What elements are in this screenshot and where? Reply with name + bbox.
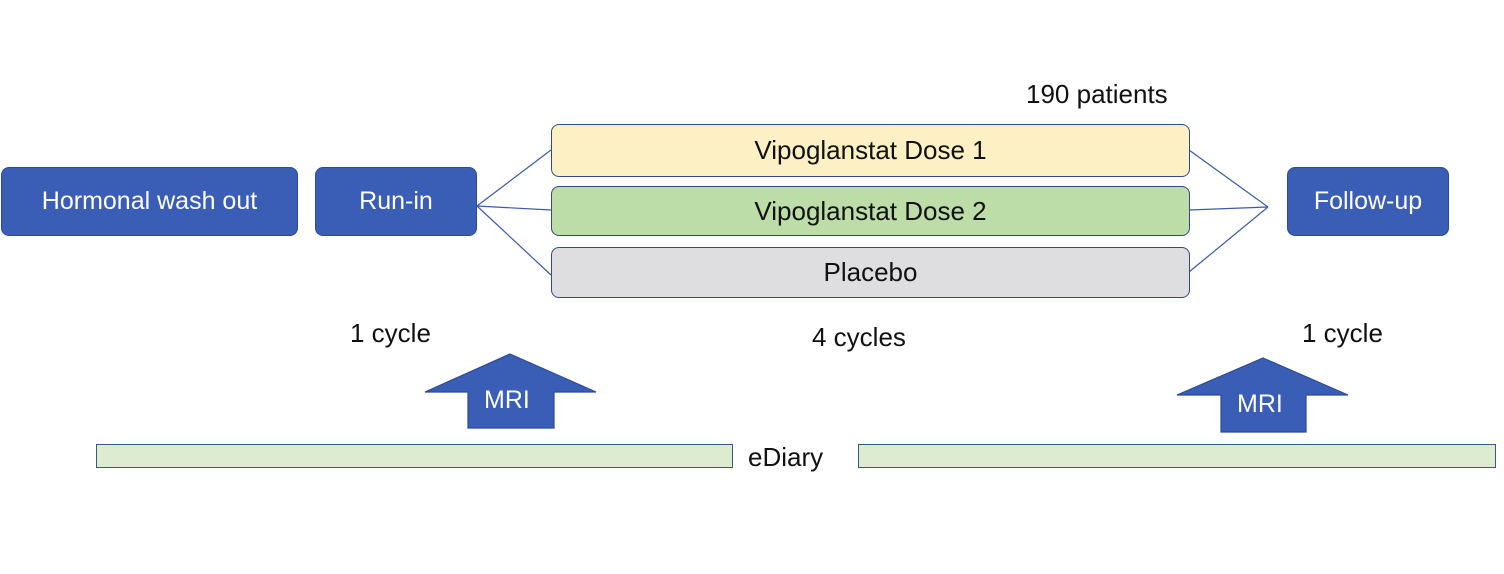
connector-dose2-followup xyxy=(1188,206,1269,211)
phase-run-in: Run-in xyxy=(315,167,477,236)
mri-arrow-right xyxy=(1176,357,1349,433)
connector-runin-dose1 xyxy=(476,149,552,207)
connector-placebo-followup xyxy=(1188,206,1269,273)
ediary-bar-left xyxy=(96,444,733,468)
patients-label: 190 patients xyxy=(1026,79,1168,109)
ediary-label: eDiary xyxy=(748,442,824,472)
mri-right-label: MRI xyxy=(1237,390,1283,418)
arm-dose-1: Vipoglanstat Dose 1 xyxy=(551,124,1190,177)
arm-placebo: Placebo xyxy=(551,247,1190,298)
connector-runin-dose2 xyxy=(476,205,552,211)
connector-dose1-followup xyxy=(1188,149,1269,208)
run-in-duration-label: 1 cycle xyxy=(350,318,431,348)
treatment-duration-label: 4 cycles xyxy=(812,322,906,352)
mri-arrow-left xyxy=(424,353,597,429)
arm-dose-2: Vipoglanstat Dose 2 xyxy=(551,186,1190,236)
connector-runin-placebo xyxy=(476,205,552,276)
mri-left-label: MRI xyxy=(484,386,530,414)
ediary-bar-right xyxy=(858,444,1496,468)
follow-up-duration-label: 1 cycle xyxy=(1302,318,1383,348)
phase-hormonal-washout: Hormonal wash out xyxy=(1,167,298,236)
phase-follow-up: Follow-up xyxy=(1287,167,1449,236)
